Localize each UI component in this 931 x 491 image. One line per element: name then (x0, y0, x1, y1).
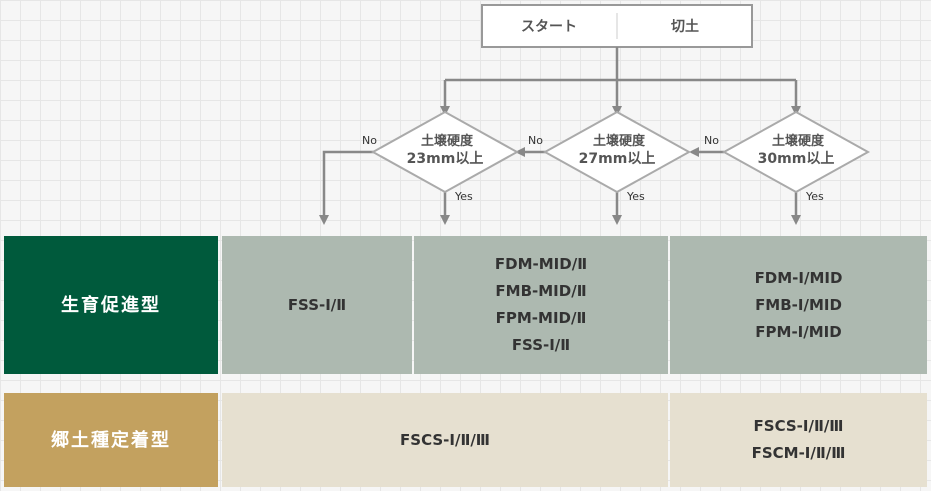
yes-label-23mm: Yes (454, 190, 473, 203)
product-name: FDM-MID/Ⅱ (494, 255, 588, 273)
start-box: スタート 切土 (481, 4, 753, 48)
yes-label-30mm: Yes (805, 190, 824, 203)
product-name: FSCM-Ⅰ/Ⅱ/Ⅲ (751, 444, 846, 462)
product-name: FSCS-Ⅰ/Ⅱ/Ⅲ (753, 417, 844, 435)
start-label: スタート (521, 19, 577, 35)
row-native-header-label: 郷土種定着型 (51, 429, 171, 451)
no-label-23mm: No (362, 134, 377, 147)
decision-23mm: 土壌硬度 23mm以上 (370, 110, 520, 194)
connector-lines (319, 47, 801, 225)
flowchart: スタート 切土 土壌硬度 23mm以上 土壌硬度 27mm以上 土壌硬度 30m… (319, 4, 871, 225)
row-growth-cell-2: FDM-MID/Ⅱ FMB-MID/Ⅱ FPM-MID/Ⅱ FSS-Ⅰ/Ⅱ (414, 236, 668, 374)
row-growth-cell-3: FDM-Ⅰ/MID FMB-Ⅰ/MID FPM-Ⅰ/MID (670, 236, 927, 374)
row-growth-header: 生育促進型 (4, 236, 218, 374)
row-native-header: 郷土種定着型 (4, 393, 218, 487)
decision-30mm-line1: 土壌硬度 (772, 133, 825, 149)
product-name: FDM-Ⅰ/MID (754, 268, 843, 287)
no-label-27mm: No (528, 134, 543, 147)
product-name: FSS-Ⅰ/Ⅱ (287, 295, 347, 314)
decision-30mm: 土壌硬度 30mm以上 (721, 110, 871, 194)
product-name: FPM-MID/Ⅱ (495, 309, 587, 327)
decision-23mm-line2: 23mm以上 (407, 151, 484, 167)
yes-label-27mm: Yes (626, 190, 645, 203)
decision-30mm-line2: 30mm以上 (758, 151, 835, 167)
product-name: FPM-Ⅰ/MID (755, 322, 842, 341)
decision-27mm: 土壌硬度 27mm以上 (542, 110, 692, 194)
product-name: FSCS-Ⅰ/Ⅱ/Ⅲ (400, 430, 490, 449)
decision-23mm-line1: 土壌硬度 (421, 133, 474, 149)
product-name: FMB-Ⅰ/MID (755, 295, 842, 314)
product-name: FMB-MID/Ⅱ (495, 282, 587, 300)
row-growth-header-label: 生育促進型 (61, 294, 161, 316)
product-name: FSS-Ⅰ/Ⅱ (511, 336, 571, 354)
row-growth-cell-1: FSS-Ⅰ/Ⅱ (222, 236, 412, 374)
cut-soil-label: 切土 (671, 18, 699, 35)
no-label-30mm: No (704, 134, 719, 147)
row-native-cell-1: FSCS-Ⅰ/Ⅱ/Ⅲ (222, 393, 668, 487)
decision-27mm-line1: 土壌硬度 (593, 133, 646, 149)
row-native-cell-2: FSCS-Ⅰ/Ⅱ/Ⅲ FSCM-Ⅰ/Ⅱ/Ⅲ (670, 393, 927, 487)
decision-27mm-line2: 27mm以上 (579, 151, 656, 167)
